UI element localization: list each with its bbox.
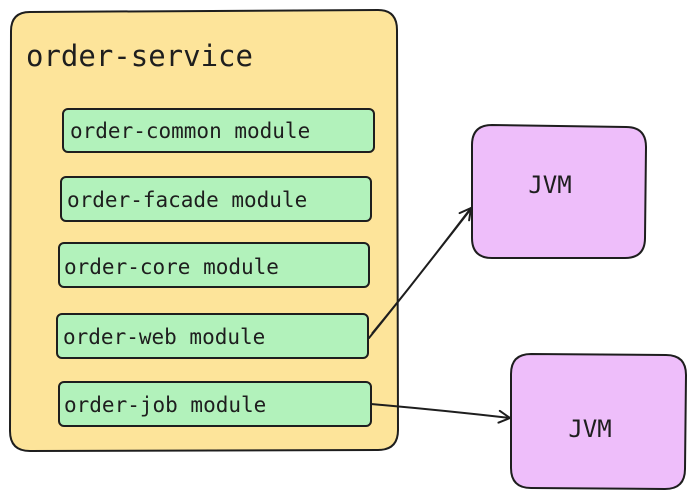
jvm-node-upper: JVM — [471, 124, 647, 259]
module-box — [62, 108, 375, 153]
jvm-label: JVM — [568, 415, 611, 443]
module-label: order-facade module — [67, 188, 307, 212]
jvm-box — [471, 124, 647, 259]
module-label: order-job module — [64, 393, 266, 417]
module-box — [60, 176, 372, 222]
module-label: order-web module — [63, 325, 265, 349]
module-order-facade: order-facade module — [60, 176, 372, 222]
module-order-job: order-job module — [58, 381, 372, 427]
arrow-web-to-jvm-double-stroke — [371, 211, 470, 334]
jvm-box — [510, 353, 687, 490]
jvm-label: JVM — [528, 171, 571, 199]
module-order-core: order-core module — [58, 242, 370, 288]
arrow-job-to-jvm — [370, 403, 511, 424]
module-label: order-core module — [64, 255, 279, 279]
module-box — [58, 242, 370, 288]
module-order-web: order-web module — [56, 313, 369, 359]
jvm-node-lower: JVM — [510, 353, 687, 490]
module-label: order-common module — [70, 119, 310, 143]
service-title: order-service — [26, 39, 253, 73]
module-order-common: order-common module — [62, 108, 375, 153]
module-box — [56, 313, 369, 359]
